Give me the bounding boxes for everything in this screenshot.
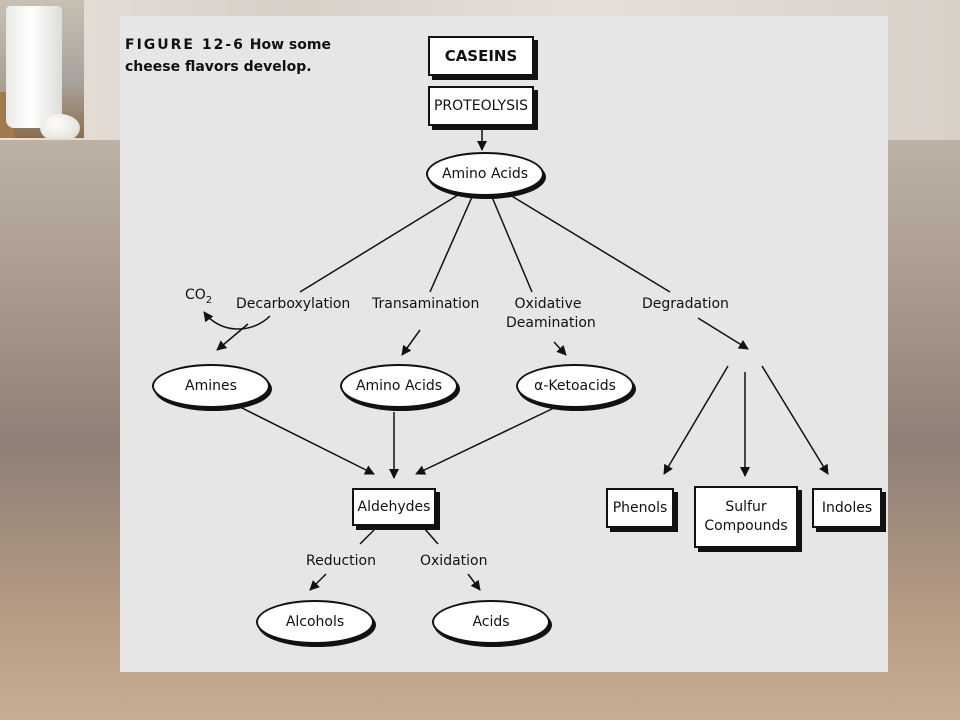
oxidative-line1: Oxidative: [514, 296, 582, 312]
label-oxidative-deamination: Oxidative Deamination: [506, 295, 596, 333]
arrow-oxidative-to-ketoacids: [553, 341, 567, 356]
node-proteolysis-label: PROTEOLYSIS: [433, 97, 528, 114]
line-amino-to-transamination: [429, 196, 473, 293]
node-indoles: Indoles: [812, 488, 882, 528]
oxidative-line2: Deamination: [506, 315, 596, 331]
arrow-degradation: [697, 317, 749, 350]
figure-caption: FIGURE 12-6 How some cheese flavors deve…: [125, 34, 365, 78]
label-co2: CO2: [185, 286, 212, 310]
figure-panel: FIGURE 12-6 How some cheese flavors deve…: [120, 16, 888, 672]
node-amines: Amines: [152, 364, 270, 408]
node-aldehydes-label: Aldehydes: [357, 498, 431, 515]
node-aldehydes: Aldehydes: [352, 488, 436, 526]
node-alcohols: Alcohols: [256, 600, 374, 644]
arrow-ketoacids-to-aldehydes: [415, 406, 557, 475]
node-proteolysis: PROTEOLYSIS: [428, 86, 534, 126]
label-oxidation: Oxidation: [420, 553, 488, 569]
connector-arrows: [203, 128, 829, 591]
figure-title: How some cheese flavors develop.: [125, 37, 331, 75]
label-reduction: Reduction: [306, 553, 376, 569]
line-aldehydes-to-oxidation: [423, 527, 439, 545]
co2-subscript: 2: [205, 294, 213, 306]
label-transamination: Transamination: [372, 296, 480, 312]
arrow-to-phenols: [663, 365, 729, 475]
node-acids-label: Acids: [472, 614, 510, 630]
node-indoles-label: Indoles: [821, 499, 873, 516]
sulfur-line2: Compounds: [704, 518, 788, 534]
node-caseins: CASEINS: [428, 36, 534, 76]
node-sulfur-compounds: Sulfur Compounds: [694, 486, 798, 548]
milk-glass-photo: [0, 0, 84, 138]
node-amino-acids-top: Amino Acids: [426, 152, 544, 196]
arrow-transamination-to-amino-acids: [401, 329, 421, 356]
arrow-decarboxylation-to-amines: [216, 323, 249, 351]
node-alcohols-label: Alcohols: [285, 614, 345, 630]
milk-glass: [6, 6, 62, 128]
line-amino-to-decarboxylation: [299, 194, 459, 293]
egg: [40, 114, 80, 138]
node-ketoacids: α-Ketoacids: [516, 364, 634, 408]
arrow-to-indoles: [761, 365, 829, 475]
node-amino-acids-mid: Amino Acids: [340, 364, 458, 408]
node-caseins-label: CASEINS: [444, 46, 518, 65]
arrow-reduction-to-alcohols: [309, 573, 327, 591]
node-ketoacids-label: α-Ketoacids: [534, 378, 616, 394]
line-amino-to-degradation: [509, 194, 671, 293]
co2-curve-arrow: [203, 311, 271, 330]
figure-label: FIGURE 12-6: [125, 37, 245, 53]
node-phenols: Phenols: [606, 488, 674, 528]
line-amino-to-oxidative: [491, 196, 533, 293]
node-amino-acids-mid-label: Amino Acids: [355, 378, 443, 394]
arrow-amines-to-aldehydes: [239, 406, 375, 475]
sulfur-line1: Sulfur: [725, 499, 767, 515]
label-degradation: Degradation: [642, 296, 729, 312]
node-acids: Acids: [432, 600, 550, 644]
node-amino-acids-top-label: Amino Acids: [441, 166, 529, 182]
label-decarboxylation: Decarboxylation: [236, 296, 351, 312]
node-amines-label: Amines: [185, 378, 237, 394]
arrow-oxidation-to-acids: [467, 573, 481, 591]
line-aldehydes-to-reduction: [359, 527, 377, 545]
co2-main: CO: [185, 287, 206, 303]
node-phenols-label: Phenols: [612, 499, 668, 516]
